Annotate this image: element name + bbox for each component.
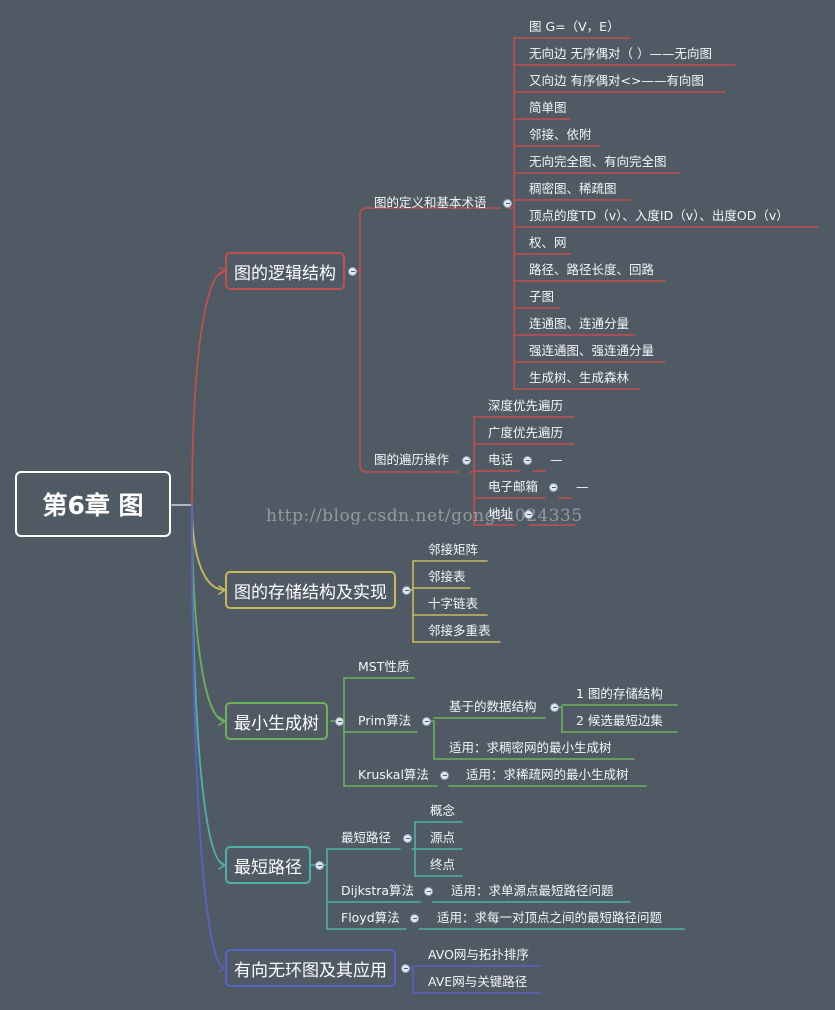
- def-item[interactable]: 生成树、生成森林: [529, 370, 630, 385]
- collapse-icon[interactable]: [403, 834, 412, 843]
- collapse-icon[interactable]: [523, 456, 532, 465]
- prim-apply[interactable]: 适用：求稠密网的最小生成树: [449, 740, 612, 755]
- collapse-icon[interactable]: [422, 717, 431, 726]
- topic-dag[interactable]: 有向无环图及其应用: [225, 949, 396, 987]
- root-topic[interactable]: 第6章 图: [15, 471, 171, 537]
- collapse-icon[interactable]: [402, 586, 411, 595]
- def-item[interactable]: 稠密图、稀疏图: [529, 181, 617, 196]
- def-item[interactable]: 无向完全图、有向完全图: [529, 154, 667, 169]
- collapse-icon[interactable]: [550, 703, 559, 712]
- email-sub[interactable]: —: [576, 479, 589, 494]
- storage-item[interactable]: 邻接表: [428, 569, 466, 584]
- traversal-item[interactable]: 广度优先遍历: [488, 425, 564, 440]
- shortest-item[interactable]: 源点: [430, 830, 456, 845]
- collapse-icon[interactable]: [315, 861, 324, 870]
- collapse-icon[interactable]: [348, 267, 357, 276]
- collapse-icon[interactable]: [335, 717, 344, 726]
- def-item[interactable]: 邻接、依附: [529, 127, 592, 142]
- mst-property[interactable]: MST性质: [358, 659, 410, 674]
- def-item[interactable]: 简单图: [529, 100, 567, 115]
- dag-item[interactable]: AVE网与关键路径: [428, 974, 528, 989]
- collapse-icon[interactable]: [503, 199, 512, 208]
- traversal-item[interactable]: 深度优先遍历: [488, 398, 564, 413]
- def-item[interactable]: 权、网: [529, 235, 567, 250]
- collapse-icon[interactable]: [462, 456, 471, 465]
- dijkstra-apply[interactable]: 适用：求单源点最短路径问题: [451, 883, 614, 898]
- shortest-item[interactable]: 概念: [430, 803, 456, 818]
- node-kruskal[interactable]: Kruskal算法: [358, 767, 429, 782]
- floyd-apply[interactable]: 适用：求每一对顶点之间的最短路径问题: [437, 910, 663, 925]
- node-shortest[interactable]: 最短路径: [341, 830, 392, 845]
- storage-item[interactable]: 十字链表: [428, 596, 479, 611]
- def-item[interactable]: 路径、路径长度、回路: [529, 262, 655, 277]
- def-item[interactable]: 子图: [529, 289, 555, 304]
- topic-logic-structure[interactable]: 图的逻辑结构: [225, 252, 345, 290]
- collapse-icon[interactable]: [410, 914, 419, 923]
- phone-sub[interactable]: —: [550, 452, 563, 467]
- collapse-icon[interactable]: [524, 510, 533, 519]
- storage-item[interactable]: 邻接矩阵: [428, 542, 479, 557]
- kruskal-apply[interactable]: 适用：求稀疏网的最小生成树: [466, 767, 629, 782]
- watermark: http://blog.csdn.net/gongtu024335: [266, 506, 583, 526]
- node-floyd[interactable]: Floyd算法: [341, 910, 400, 925]
- storage-item[interactable]: 邻接多重表: [428, 623, 491, 638]
- node-prim-ds[interactable]: 基于的数据结构: [449, 699, 537, 714]
- def-item[interactable]: 连通图、连通分量: [529, 316, 630, 331]
- node-traversal[interactable]: 图的遍历操作: [374, 452, 450, 467]
- def-item[interactable]: 图 G=（V，E）: [529, 19, 620, 34]
- collapse-icon[interactable]: [401, 964, 410, 973]
- prim-ds-item[interactable]: 1 图的存储结构: [576, 686, 663, 701]
- collapse-icon[interactable]: [440, 771, 449, 780]
- traversal-item[interactable]: 电子邮箱: [488, 479, 539, 494]
- traversal-item[interactable]: 地址: [488, 506, 514, 521]
- prim-ds-item[interactable]: 2 候选最短边集: [576, 713, 663, 728]
- def-item[interactable]: 无向边 无序偶对（ ）——无向图: [529, 46, 712, 61]
- dag-item[interactable]: AVO网与拓扑排序: [428, 947, 529, 962]
- collapse-icon[interactable]: [549, 483, 558, 492]
- traversal-item[interactable]: 电话: [488, 452, 514, 467]
- def-item[interactable]: 又向边 有序偶对<>——有向图: [529, 73, 704, 88]
- topic-storage-structure[interactable]: 图的存储结构及实现: [225, 571, 396, 609]
- def-item[interactable]: 强连通图、强连通分量: [529, 343, 655, 358]
- node-prim[interactable]: Prim算法: [358, 713, 412, 728]
- def-item[interactable]: 顶点的度TD（v）、入度ID（v）、出度OD（v）: [529, 208, 789, 223]
- node-definition[interactable]: 图的定义和基本术语: [374, 195, 487, 210]
- shortest-item[interactable]: 终点: [430, 857, 456, 872]
- collapse-icon[interactable]: [424, 887, 433, 896]
- node-dijkstra[interactable]: Dijkstra算法: [341, 883, 415, 898]
- topic-mst[interactable]: 最小生成树: [225, 702, 328, 740]
- topic-shortest-path[interactable]: 最短路径: [225, 846, 311, 884]
